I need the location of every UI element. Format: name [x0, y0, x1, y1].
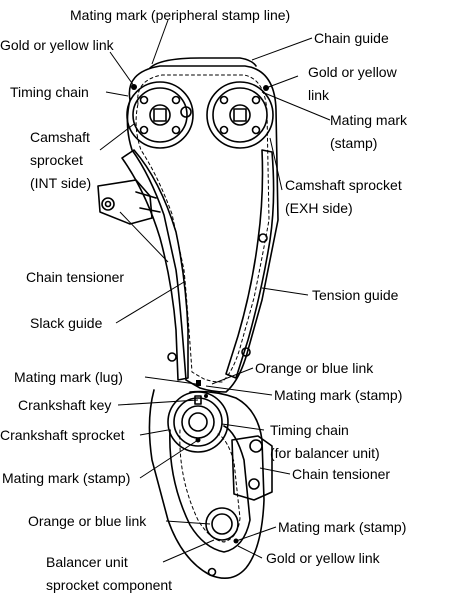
- balancer-chain: [169, 425, 251, 553]
- label-chain-tensioner-right: Chain tensioner: [292, 466, 390, 482]
- label-cam-int-1: Camshaft: [30, 129, 90, 145]
- camshaft-sprocket-int: [126, 81, 194, 149]
- label-gold-yellow-link-right-2: link: [308, 87, 330, 103]
- label-balancer-1: Balancer unit: [46, 554, 128, 570]
- label-orange-blue-link-right: Orange or blue link: [255, 360, 374, 376]
- timing-chain-loop: [126, 65, 279, 393]
- label-cam-exh-2: (EXH side): [285, 200, 353, 216]
- chain-guide-shape: [149, 57, 257, 69]
- label-gold-yellow-link-left: Gold or yellow link: [0, 37, 115, 53]
- mating-marks: [131, 84, 269, 544]
- label-crankshaft-sprocket: Crankshaft sprocket: [0, 427, 125, 443]
- label-orange-blue-link-left: Orange or blue link: [28, 513, 147, 529]
- label-timing-chain-balancer-2: (for balancer unit): [270, 445, 380, 461]
- label-gold-yellow-link-bottom: Gold or yellow link: [266, 550, 381, 566]
- label-timing-chain: Timing chain: [10, 84, 89, 100]
- label-mating-mark-stamp-top-1: Mating mark: [330, 112, 408, 128]
- label-chain-guide: Chain guide: [314, 30, 389, 46]
- label-cam-int-3: (INT side): [30, 175, 91, 191]
- camshaft-sprocket-exh: [206, 81, 274, 149]
- label-mating-mark-stamp-mid: Mating mark (stamp): [274, 387, 402, 403]
- label-crankshaft-key: Crankshaft key: [18, 397, 111, 413]
- label-gold-yellow-link-right-1: Gold or yellow: [308, 64, 398, 80]
- label-mating-mark-peripheral: Mating mark (peripheral stamp line): [70, 7, 290, 23]
- label-mating-mark-lug: Mating mark (lug): [14, 369, 123, 385]
- label-mating-mark-stamp-top-2: (stamp): [330, 135, 377, 151]
- label-cam-exh-1: Camshaft sprocket: [285, 177, 402, 193]
- label-mating-mark-stamp-low: Mating mark (stamp): [278, 519, 406, 535]
- leader-lines: [99, 19, 331, 563]
- label-slack-guide: Slack guide: [30, 315, 103, 331]
- balancer-sprocket: [205, 507, 239, 541]
- label-timing-chain-balancer-1: Timing chain: [270, 422, 349, 438]
- chain-tensioner-right-shape: [231, 435, 273, 501]
- label-cam-int-2: sprocket: [30, 152, 83, 168]
- label-tension-guide: Tension guide: [312, 287, 399, 303]
- tension-guide-shape: [225, 149, 275, 379]
- chain-tensioner-left-shape: [97, 179, 161, 225]
- label-chain-tensioner-left: Chain tensioner: [26, 269, 124, 285]
- label-balancer-2: sprocket component: [46, 577, 172, 593]
- slack-guide-shape: [121, 149, 189, 381]
- label-mating-mark-stamp-left: Mating mark (stamp): [2, 470, 130, 486]
- lower-housing: [148, 389, 265, 580]
- timing-chain-inner: [135, 74, 270, 383]
